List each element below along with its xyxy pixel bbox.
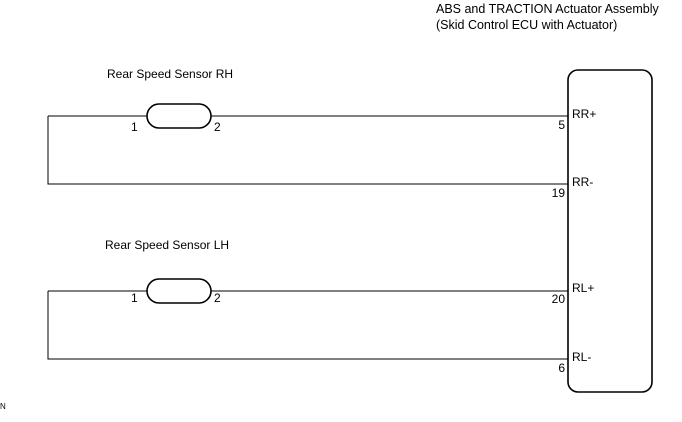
- pin-number-rr-plus: 5: [558, 118, 565, 132]
- terminal-rl-plus: RL+: [572, 281, 594, 295]
- wire-rr-minus: [47, 116, 568, 185]
- terminal-rr-plus: RR+: [572, 107, 596, 121]
- sensor-rh-pin2: 2: [214, 120, 221, 134]
- terminal-rr-minus: RR-: [572, 175, 593, 189]
- pin-number-rr-minus: 19: [552, 186, 566, 200]
- sensor-rh-body: [146, 103, 212, 129]
- wire-rl-minus: [47, 291, 568, 360]
- ecu-title-line2: (Skid Control ECU with Actuator): [436, 18, 617, 32]
- pin-number-rl-plus: 20: [552, 292, 566, 306]
- sensor-lh-label: Rear Speed Sensor LH: [105, 238, 229, 252]
- sensor-lh-pin2: 2: [214, 291, 221, 305]
- sensor-rh-label: Rear Speed Sensor RH: [107, 67, 233, 81]
- corner-mark: N: [0, 402, 6, 411]
- sensor-lh-body: [146, 278, 212, 304]
- terminal-rl-minus: RL-: [572, 350, 591, 364]
- pin-number-rl-minus: 6: [558, 361, 565, 375]
- sensor-rh-pin1: 1: [131, 120, 138, 134]
- ecu-title-line1: ABS and TRACTION Actuator Assembly: [436, 2, 660, 16]
- ecu-box: [567, 69, 653, 393]
- sensor-lh-pin1: 1: [131, 291, 138, 305]
